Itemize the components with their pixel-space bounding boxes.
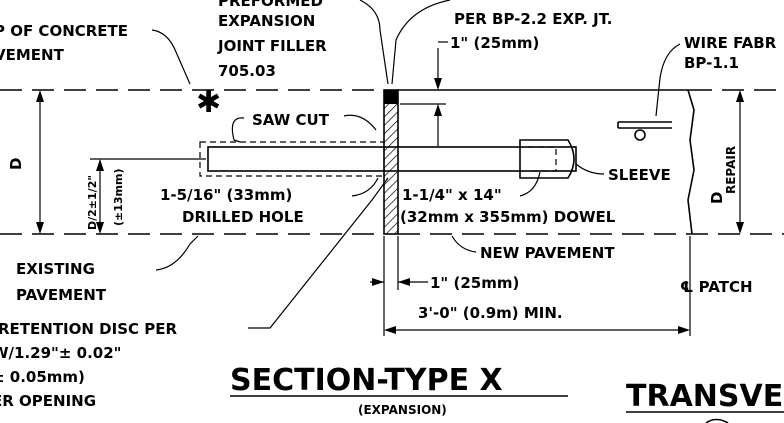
dim-min-length-arrow-left (384, 326, 396, 334)
label-d-repair: D (708, 192, 726, 204)
label-new-pavement: NEW PAVEMENT (480, 244, 615, 262)
label-retention-1: RETENTION DISC PER (0, 320, 177, 338)
dowel-sleeve (519, 139, 575, 179)
label-drilled-2: DRILLED HOLE (182, 208, 304, 226)
label-existing-2: PAVEMENT (16, 286, 107, 304)
label-patch: ℄ PATCH (680, 278, 753, 296)
leader-drilled (351, 177, 379, 197)
leader-exp-joint (391, 0, 451, 85)
drawing-title-right: TRANSVE (626, 379, 783, 414)
label-sleeve: SLEEVE (608, 166, 671, 184)
dim-one-inch-top-arrow (434, 78, 442, 90)
leader-wire-fabric (655, 43, 681, 117)
leader-sleeve (575, 163, 605, 175)
leader-existing (155, 235, 199, 271)
sleeve-inner-dash (528, 146, 557, 172)
label-retention-3: ± 0.05mm) (0, 368, 85, 386)
dim-d-arrow-top (36, 90, 44, 102)
drilled-hole-outline (199, 141, 385, 177)
label-one-inch-top: 1" (25mm) (450, 34, 539, 52)
leader-dowel (519, 171, 541, 197)
dim-repair-arrow-top (736, 90, 744, 102)
leader-top-concrete (151, 29, 191, 85)
label-wire-fabric-1: WIRE FABR (684, 34, 777, 52)
label-filler-2: EXPANSION (218, 12, 315, 30)
joint-sealant-cap (384, 90, 398, 104)
dim-one-inch-bottom-arrow-2 (398, 278, 410, 286)
leader-filler (359, 0, 389, 85)
dim-min-length-arrow-right (678, 326, 690, 334)
dim-half-arrow-top (96, 159, 104, 171)
dim-repair-arrow-bottom (736, 222, 744, 234)
dim-half-arrow-bottom (96, 222, 104, 234)
label-depth-half: D/2±1/2" (86, 175, 99, 230)
dim-one-inch-bottom-arrow (372, 278, 384, 286)
label-depth-half-mm: (±13mm) (112, 168, 125, 226)
drawing-subtitle: (EXPANSION) (358, 403, 447, 417)
label-top-concrete-2: VEMENT (0, 46, 65, 64)
label-min-length: 3'-0" (0.9m) MIN. (418, 304, 563, 322)
repair-edge-line (687, 89, 695, 235)
dowel-bar (207, 146, 577, 172)
leader-saw-cut-star (231, 117, 245, 143)
star-marker: ✱ (196, 85, 221, 120)
detail-bubble-arc (705, 418, 729, 423)
leader-saw-cut (343, 114, 377, 131)
expansion-joint-filler (383, 89, 399, 235)
label-filler-4: 705.03 (218, 62, 276, 80)
drawing-title: SECTION-TYPE X (230, 363, 503, 398)
label-depth-d: D (7, 158, 25, 170)
label-one-inch-bottom: 1" (25mm) (430, 274, 519, 292)
label-exp-joint: PER BP-2.2 EXP. JT. (454, 10, 612, 28)
label-dowel-2: (32mm x 355mm) DOWEL (400, 208, 616, 226)
label-retention-2: W/1.29"± 0.02" (0, 344, 121, 362)
label-top-concrete-1: P OF CONCRETE (0, 22, 128, 40)
label-saw-cut: SAW CUT (252, 111, 330, 129)
wire-fabric-circle (634, 129, 646, 141)
label-d-repair-sub: REPAIR (724, 146, 738, 194)
label-filler-3: JOINT FILLER (217, 37, 327, 55)
label-wire-fabric-2: BP-1.1 (684, 54, 739, 72)
label-retention-4: ER OPENING (0, 392, 96, 410)
dim-d-arrow-bottom (36, 222, 44, 234)
label-existing-1: EXISTING (16, 260, 95, 278)
leader-new-pavement (451, 235, 477, 253)
label-drilled-1: 1-5/16" (33mm) (160, 186, 292, 204)
label-filler-1: PREFORMED (218, 0, 323, 10)
label-dowel-1: 1-1/4" x 14" (402, 186, 502, 204)
leader-retention (248, 177, 389, 329)
dim-one-inch-top-arrow-2 (434, 104, 442, 116)
